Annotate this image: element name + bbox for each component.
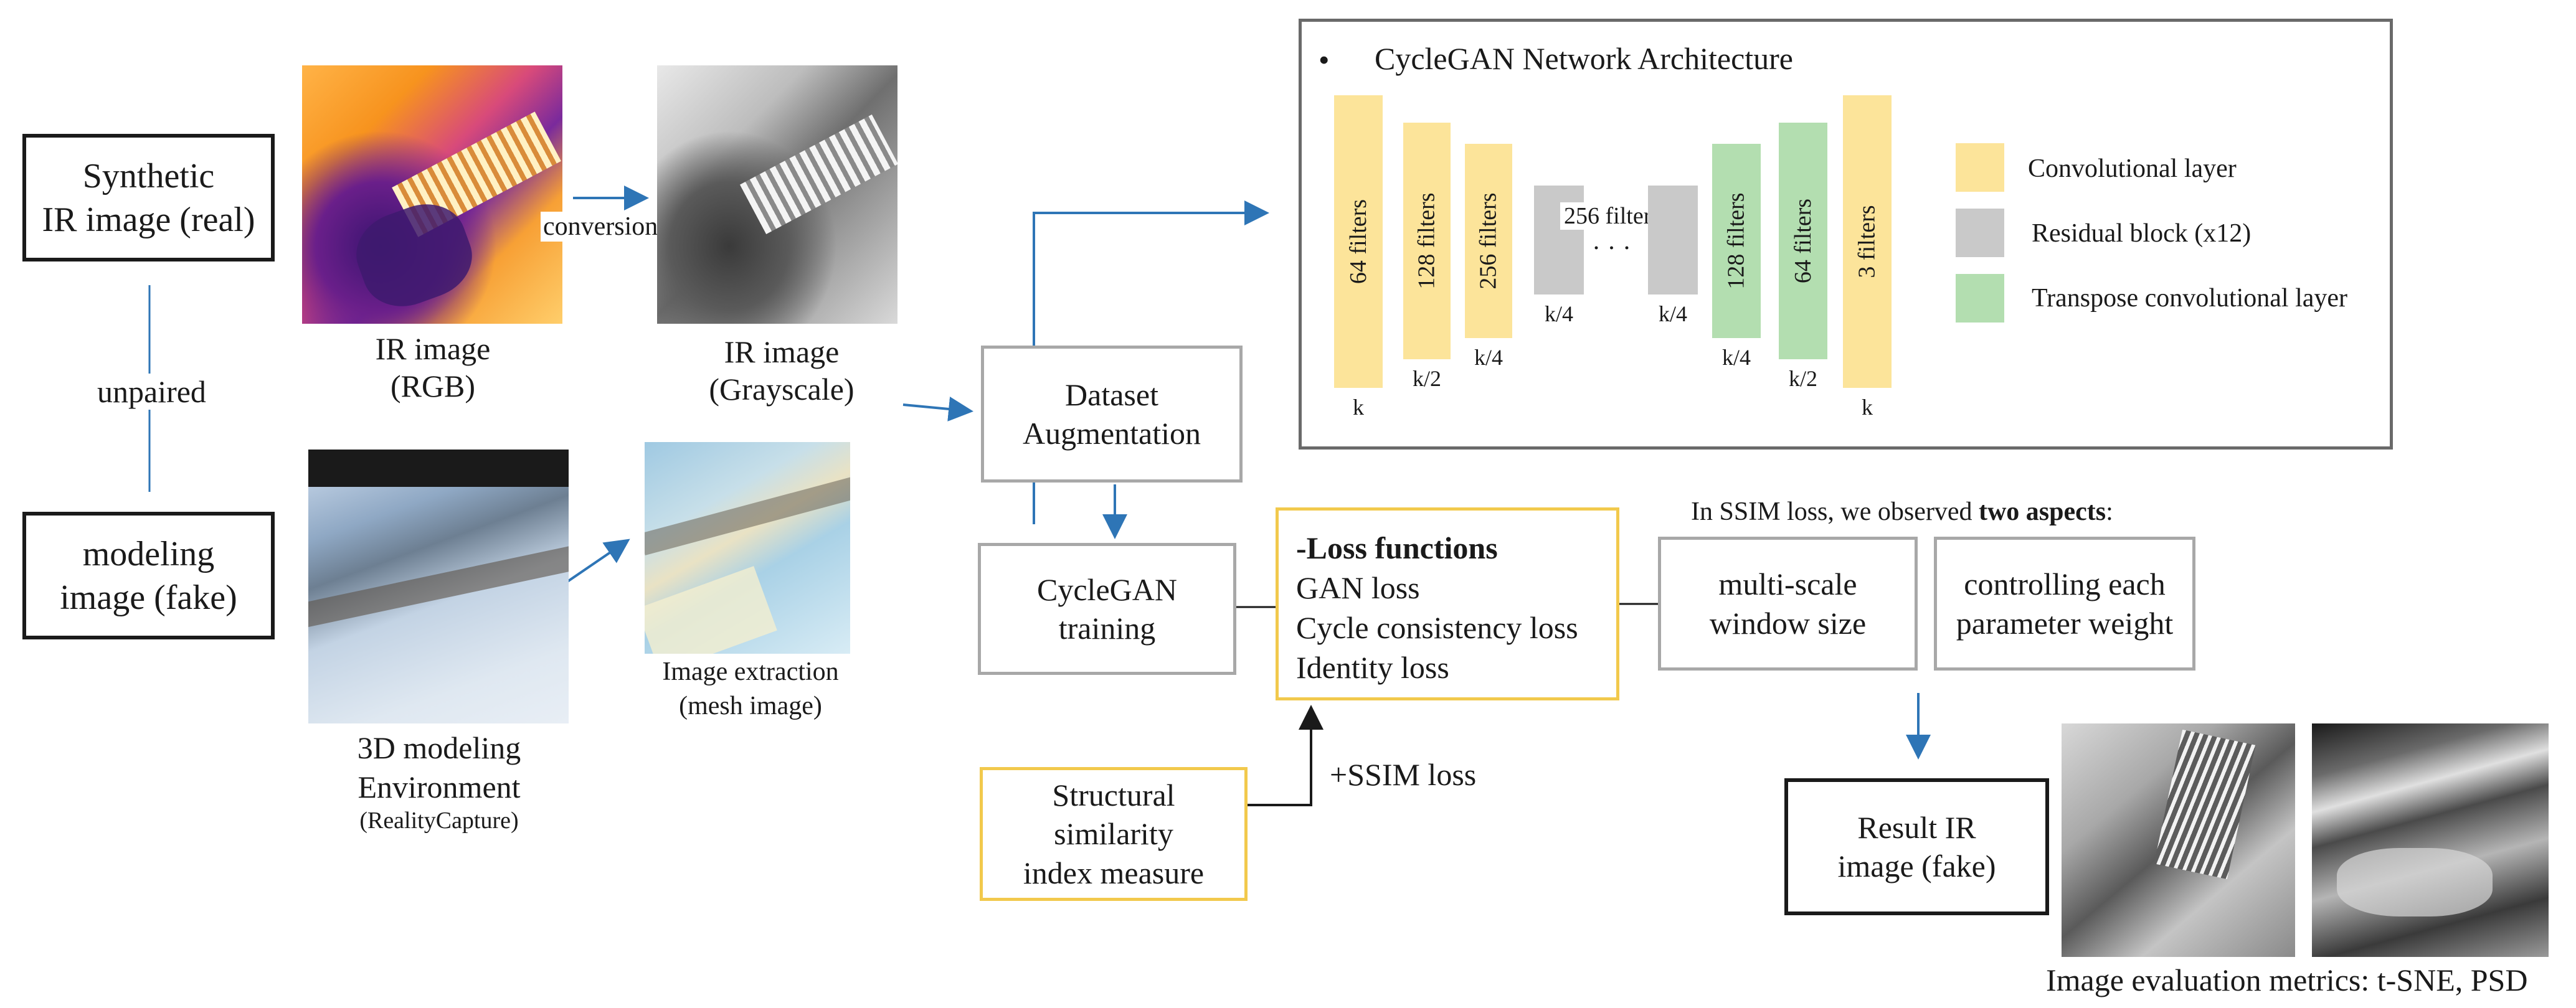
observation-suffix: : <box>2106 497 2113 526</box>
mesh-caption-line1: Image extraction <box>662 657 839 686</box>
aspect2-line1: controlling each <box>1964 567 2166 601</box>
bar-conv-64: 64 filters <box>1334 95 1383 388</box>
cyclegan-training-line2: training <box>1058 611 1156 646</box>
ssim-line3: index measure <box>1023 855 1205 890</box>
bar-transpose-64: 64 filters <box>1779 123 1827 359</box>
loss-item-identity: Identity loss <box>1296 650 1449 685</box>
bar-transpose-64-sub: k/2 <box>1788 366 1817 391</box>
bar-conv-3-label: 3 filters <box>1854 205 1881 278</box>
bar-conv-128-sub: k/2 <box>1412 366 1441 391</box>
conversion-label: conversion <box>541 212 661 242</box>
to-architecture-arrow <box>1033 200 1269 346</box>
architecture-panel: • CycleGAN Network Architecture 64 filte… <box>1299 19 2393 450</box>
loss-functions-title: -Loss functions <box>1296 530 1498 565</box>
cyclegan-training-line1: CycleGAN <box>1037 572 1177 607</box>
synthetic-ir-line1: Synthetic <box>82 156 215 195</box>
ir-rgb-caption-line1: IR image <box>375 331 491 366</box>
result-image-2 <box>2312 723 2549 957</box>
to-dataset-arrow <box>902 397 973 422</box>
bar-conv-3: 3 filters <box>1843 95 1892 388</box>
bar-conv-3-sub: k <box>1862 395 1873 420</box>
aspect1-line1: multi-scale <box>1718 567 1857 601</box>
bar-conv-64-sub: k <box>1353 395 1364 420</box>
mesh-caption-line2: (mesh image) <box>679 691 822 720</box>
ssim-arrow <box>1248 705 1324 806</box>
legend-conv-swatch <box>1956 143 2004 192</box>
observation-note: In SSIM loss, we observed two aspects: <box>1691 497 2113 527</box>
mesh-caption: Image extraction (mesh image) <box>635 655 866 723</box>
modeling-env-line3: (RealityCapture) <box>359 808 519 834</box>
loss-item-cycle: Cycle consistency loss <box>1296 610 1578 645</box>
bar-conv-128: 128 filters <box>1403 123 1451 359</box>
modeling-image-box: modeling image (fake) <box>22 512 275 639</box>
observation-prefix: In SSIM loss, we observed <box>1691 497 1979 526</box>
residual-filters-label: 256 filters <box>1560 202 1665 230</box>
metrics-label: Image evaluation metrics: t-SNE, PSD <box>2046 963 2528 997</box>
bar-residual-last <box>1648 186 1698 294</box>
cyclegan-training-box: CycleGAN training <box>978 543 1236 675</box>
ssim-loss-label: +SSIM loss <box>1330 757 1477 792</box>
ir-grayscale-caption: IR image (Grayscale) <box>673 333 891 408</box>
modeling-image-line2: image (fake) <box>60 578 237 617</box>
legend-conv-label: Convolutional layer <box>2028 154 2237 183</box>
ir-rgb-image <box>302 65 562 324</box>
ir-grayscale-image <box>657 65 897 324</box>
bar-residual-last-sub: k/4 <box>1658 301 1687 326</box>
synthetic-ir-line2: IR image (real) <box>42 200 255 239</box>
bar-transpose-128-label: 128 filters <box>1723 192 1750 290</box>
ssim-box: Structural similarity index measure <box>980 767 1248 901</box>
mesh-image <box>645 442 850 654</box>
dataset-augmentation-box: Dataset Augmentation <box>981 346 1243 483</box>
architecture-title: CycleGAN Network Architecture <box>1375 41 1793 76</box>
bar-transpose-128: 128 filters <box>1712 144 1761 338</box>
parameter-weight-box: controlling each parameter weight <box>1934 537 2195 671</box>
ir-rgb-caption: IR image (RGB) <box>324 330 542 405</box>
result-image-1 <box>2062 723 2295 957</box>
observation-bold: two aspects <box>1978 497 2106 526</box>
loss-functions-box: -Loss functions GAN loss Cycle consisten… <box>1276 507 1619 700</box>
modeling-env-line1: 3D modeling <box>357 730 521 765</box>
ir-grayscale-caption-line2: (Grayscale) <box>709 372 855 407</box>
legend-residual-swatch <box>1956 209 2004 257</box>
result-line2: image (fake) <box>1837 849 1996 883</box>
ssim-line2: similarity <box>1054 816 1173 852</box>
result-ir-box: Result IR image (fake) <box>1784 778 2049 915</box>
architecture-bullet: • <box>1319 42 1330 77</box>
bar-conv-256-sub: k/4 <box>1474 345 1503 370</box>
legend-transpose-swatch <box>1956 274 2004 323</box>
bar-conv-64-label: 64 filters <box>1345 199 1372 285</box>
ir-rgb-caption-line2: (RGB) <box>390 369 476 403</box>
aspect1-line2: window size <box>1709 605 1867 641</box>
modeling-env-line2: Environment <box>358 769 521 804</box>
dataset-line2: Augmentation <box>1022 416 1201 451</box>
legend-transpose-label: Transpose convolutional layer <box>2032 284 2348 313</box>
result-line1: Result IR <box>1857 809 1976 845</box>
legend-residual-label: Residual block (x12) <box>2032 219 2252 248</box>
bar-conv-256-label: 256 filters <box>1475 192 1502 290</box>
modeling-image-line1: modeling <box>82 534 215 573</box>
modeling-environment-caption: 3D modeling Environment (RealityCapture) <box>311 728 567 836</box>
bar-transpose-64-label: 64 filters <box>1790 198 1817 284</box>
multi-scale-window-box: multi-scale window size <box>1658 537 1918 671</box>
loss-item-gan: GAN loss <box>1296 570 1420 605</box>
ssim-line1: Structural <box>1052 777 1175 813</box>
residual-ellipsis: · · · <box>1592 234 1631 263</box>
bar-transpose-128-sub: k/4 <box>1721 345 1751 370</box>
aspect2-line2: parameter weight <box>1956 605 2174 641</box>
dataset-line1: Dataset <box>1065 377 1158 412</box>
ir-grayscale-caption-line1: IR image <box>724 334 840 369</box>
bar-residual-first-sub: k/4 <box>1544 301 1573 326</box>
modeling-environment-image <box>308 450 569 723</box>
bar-conv-256: 256 filters <box>1465 144 1512 338</box>
bar-conv-128-label: 128 filters <box>1414 192 1441 290</box>
unpaired-label: unpaired <box>93 374 210 410</box>
synthetic-ir-box: Synthetic IR image (real) <box>22 134 275 261</box>
